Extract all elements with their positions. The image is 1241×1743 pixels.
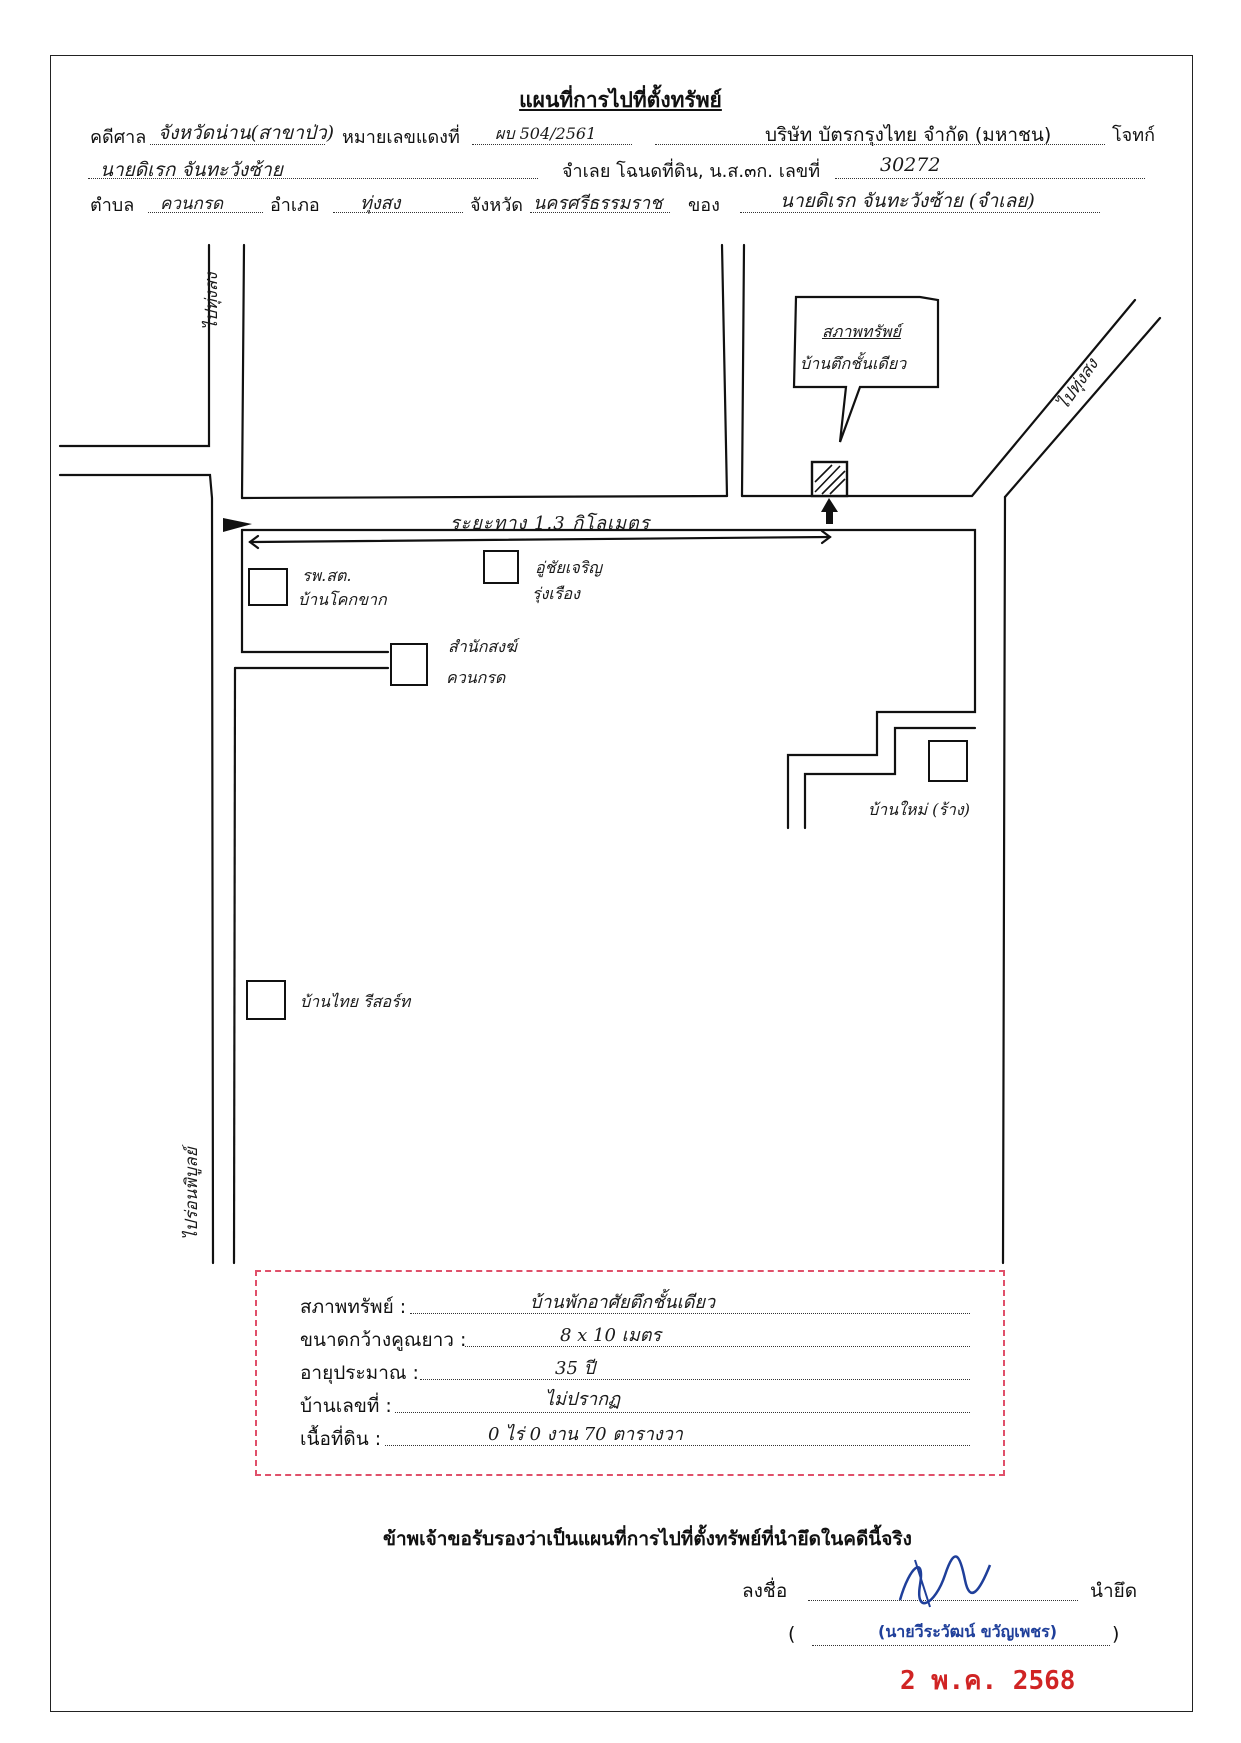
property-pointer-arrow	[821, 498, 838, 524]
newhouse-marker	[928, 740, 968, 782]
house-no-value: ไม่ปรากฏ	[545, 1389, 621, 1410]
deed-label: จำเลย โฉนดที่ดิน, น.ส.๓ก. เลขที่	[562, 161, 821, 182]
property-callout-desc: บ้านตึกชั้นเดียว	[800, 354, 907, 373]
plaintiff-label: โจทก์	[1112, 125, 1155, 146]
deed-value: 30272	[880, 154, 941, 176]
road-edge	[232, 666, 237, 1265]
condition-value: บ้านพักอาศัยตึกชั้นเดียว	[530, 1292, 716, 1313]
hospital-marker	[248, 568, 288, 606]
newhouse-label: บ้านใหม่ (ร้าง)	[868, 800, 970, 819]
road-label-bottom-left: ไปร่อนพิบูลย์	[182, 1147, 202, 1240]
court-label: คดีศาล	[90, 127, 147, 148]
age-dotline	[420, 1379, 970, 1380]
owner-value: นายดิเรก จันทะวังซ้าย (จำเลย)	[780, 190, 1035, 212]
resort-marker	[246, 980, 286, 1020]
area-label: เนื้อที่ดิน :	[300, 1428, 382, 1450]
paren-close: )	[1112, 1623, 1120, 1645]
subdistrict-value: ควนกรด	[160, 194, 224, 214]
hospital-label-1: รพ.สต.	[302, 566, 352, 585]
road-edge	[58, 243, 211, 448]
road-edge	[240, 528, 977, 830]
role-label: นำยึด	[1090, 1580, 1138, 1602]
road-edge	[1001, 495, 1007, 1265]
document-title: แผนที่การไปที่ตั้งทรัพย์	[519, 88, 722, 112]
house-no-dotline	[395, 1412, 970, 1413]
owner-label: ของ	[688, 195, 720, 216]
name-dotline	[812, 1645, 1110, 1646]
road-edge	[240, 528, 390, 654]
district-value: ทุ่งสง	[360, 193, 401, 214]
paren-open: (	[788, 1623, 796, 1645]
plaintiff-value: บริษัท บัตรกรุงไทย จำกัด (มหาชน)	[765, 124, 1052, 146]
court-value: จังหวัดน่าน(สาขาป่ว)	[158, 122, 335, 144]
temple-marker	[390, 643, 428, 686]
hospital-label-2: บ้านโคกขาก	[298, 590, 387, 609]
house-no-label: บ้านเลขที่ :	[300, 1395, 392, 1417]
plaintiff-dotline	[655, 144, 1105, 145]
distance-line	[248, 535, 832, 544]
age-label: อายุประมาณ :	[300, 1362, 419, 1384]
date-stamp: 2 พ.ค. 2568	[900, 1666, 1076, 1696]
garage-label-1: อู่ชัยเจริญ	[535, 558, 602, 577]
deed-dotline	[835, 178, 1145, 179]
property-callout-title: สภาพทรัพย์	[822, 322, 901, 341]
temple-label-1: สำนักสงฆ์	[448, 637, 517, 656]
road-edge	[740, 243, 746, 498]
subdistrict-label: ตำบล	[90, 195, 135, 216]
condition-dotline	[410, 1313, 970, 1314]
district-dotline	[333, 212, 463, 213]
temple-label-2: ควนกรด	[446, 668, 506, 687]
court-dotline	[150, 144, 325, 145]
distance-arrow-left	[248, 534, 260, 550]
size-value: 8 x 10 เมตร	[560, 1325, 662, 1346]
area-value: 0 ไร่ 0 งาน 70 ตารางวา	[488, 1424, 683, 1445]
road-label-top-left: ไปทุ่งสง	[202, 272, 222, 330]
garage-marker	[483, 550, 519, 584]
province-dotline	[530, 212, 670, 213]
sign-label: ลงชื่อ	[742, 1580, 788, 1602]
road-edge	[240, 494, 729, 500]
province-value: นครศรีธรรมราช	[533, 193, 663, 214]
case-no-dotline	[472, 144, 632, 145]
property-callout	[792, 295, 940, 443]
road-edge	[1003, 316, 1162, 499]
signature-dotline	[808, 1600, 1078, 1601]
property-summary-box	[255, 1270, 1005, 1476]
road-edge	[240, 243, 246, 500]
distance-arrow-right	[820, 529, 832, 545]
road-edge	[58, 473, 215, 1265]
owner-dotline	[740, 212, 1100, 213]
entry-arrow	[223, 518, 252, 532]
signer-name: (นายวีระวัฒน์ ขวัญเพชร)	[878, 1622, 1058, 1641]
province-label: จังหวัด	[470, 195, 523, 216]
defendant-dotline	[88, 178, 538, 179]
distance-label: ระยะทาง 1.3 กิโลเมตร	[450, 513, 651, 534]
subdistrict-dotline	[148, 212, 263, 213]
condition-label: สภาพทรัพย์ :	[300, 1296, 407, 1318]
signature-mark	[898, 1555, 992, 1608]
road-edge	[720, 243, 729, 498]
resort-label: บ้านไทย รีสอร์ท	[300, 992, 411, 1011]
area-dotline	[385, 1445, 970, 1446]
district-label: อำเภอ	[270, 195, 320, 216]
certification-statement: ข้าพเจ้าขอรับรองว่าเป็นแผนที่การไปที่ตั้…	[383, 1528, 912, 1550]
case-no-value: ผบ 504/2561	[495, 124, 597, 143]
case-no-label: หมายเลขแดงที่	[342, 127, 460, 148]
size-dotline	[465, 1346, 970, 1347]
garage-label-2: รุ่งเรือง	[532, 584, 580, 603]
size-label: ขนาดกว้างคูณยาว :	[300, 1329, 467, 1351]
road-edge	[803, 726, 977, 830]
page-border	[50, 55, 1193, 1712]
defendant-value: นายดิเรก จันทะวังซ้าย	[100, 159, 283, 181]
age-value: 35 ปี	[555, 1358, 596, 1379]
